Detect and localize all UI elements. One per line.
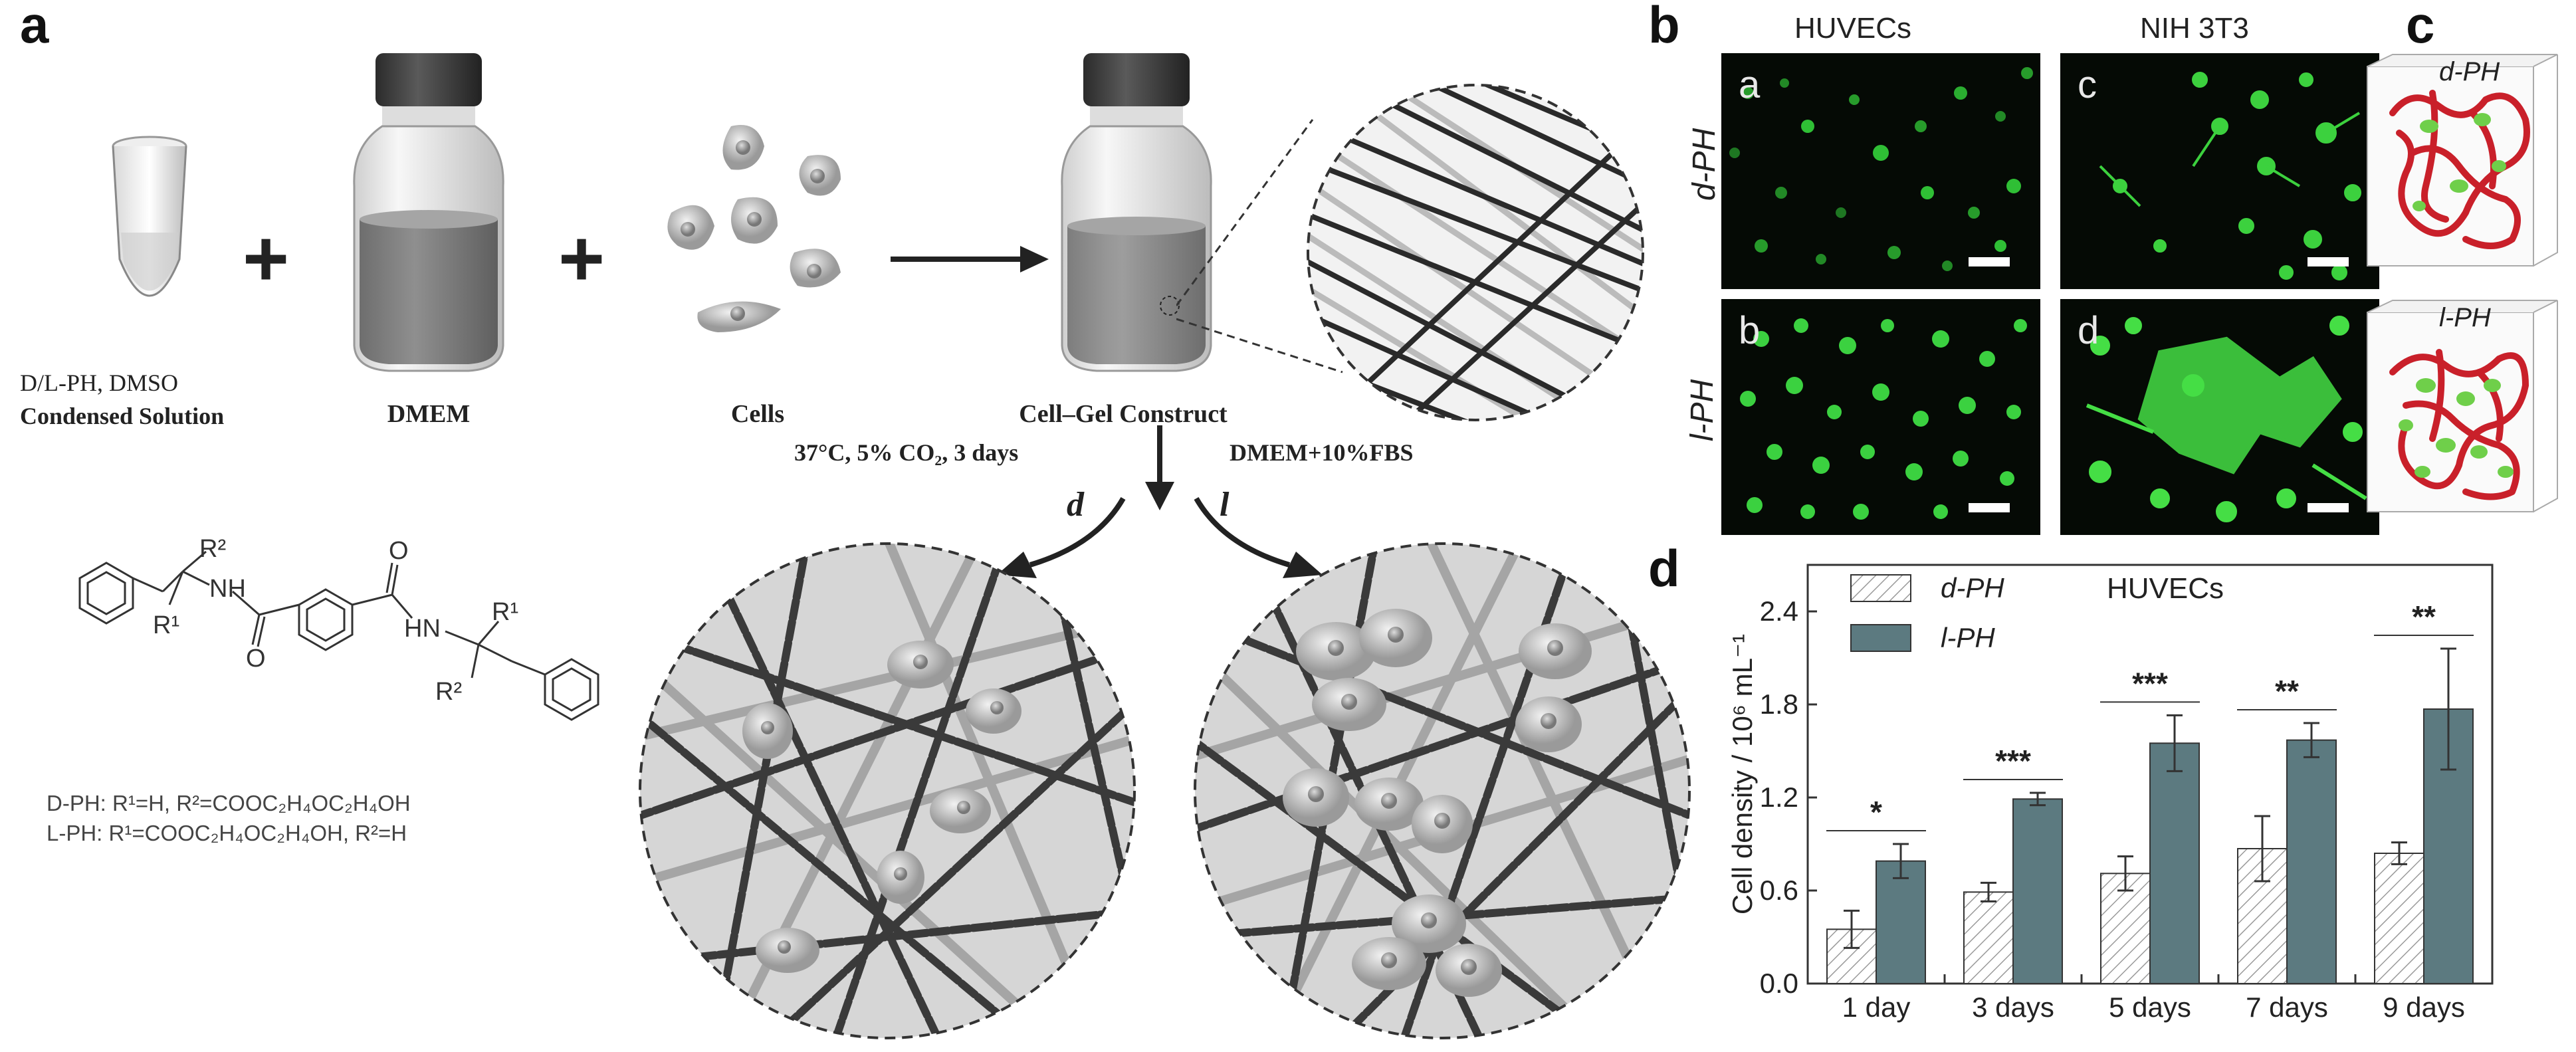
micrograph-b: b <box>1721 299 2040 535</box>
dmem-label: DMEM <box>387 400 471 428</box>
significance-marker: *** <box>1995 744 2031 778</box>
struct-r2-top: R² <box>199 535 227 563</box>
branch-arrows <box>997 497 1323 578</box>
tube-illustration <box>112 136 187 297</box>
arrow-right-icon <box>891 246 1049 272</box>
bar-d-PH <box>1963 891 2014 984</box>
row-header-dph: d-PH <box>1687 128 1723 201</box>
arrow-down-icon <box>1145 425 1174 510</box>
bar-l-PH <box>1876 860 1926 984</box>
micrograph-d-label: d <box>2078 309 2099 352</box>
scalebar <box>2308 503 2349 512</box>
d-gel-circle <box>639 542 1136 1039</box>
micrograph-c: c <box>2060 53 2379 289</box>
scalebar <box>1969 503 2010 512</box>
y-tick-label: 2.4 <box>1760 595 1798 627</box>
solution-label-1: D/L-PH, DMSO <box>20 369 179 396</box>
row-header-lph: l-PH <box>1685 379 1721 442</box>
chart-title: HUVECs <box>2107 572 2224 605</box>
x-tick-label: 9 days <box>2383 992 2465 1023</box>
x-tick-label: 7 days <box>2246 992 2328 1023</box>
struct-nh: NH <box>209 575 246 603</box>
plus-sign-2: + <box>558 214 605 303</box>
bar-l-PH <box>2012 798 2063 984</box>
plus-sign-1: + <box>243 214 290 303</box>
bar-l-PH <box>2149 742 2200 984</box>
x-tick-label: 3 days <box>1972 992 2054 1023</box>
x-tick-label: 1 day <box>1842 992 1911 1023</box>
y-tick-label: 0.6 <box>1760 875 1798 906</box>
bar-d-PH <box>2374 853 2424 984</box>
model-box-dph: d-PH <box>2366 53 2559 272</box>
legend-label: l-PH <box>1941 622 1995 653</box>
panel-a-label: a <box>20 0 49 54</box>
significance-marker: *** <box>2132 666 2168 700</box>
struct-r1-right: R¹ <box>492 598 519 626</box>
fiber-zoom-circle <box>1307 84 1644 421</box>
chemical-structure <box>78 550 599 721</box>
cells-illustration <box>667 125 841 332</box>
model-label-dph: d-PH <box>2439 57 2500 86</box>
significance-marker: * <box>1870 795 1882 829</box>
significance-marker: ** <box>2275 674 2299 708</box>
conditions-left: 37°C, 5% CO₂, 3 days <box>794 439 1019 466</box>
legend-label: d-PH <box>1941 572 2004 603</box>
cells-label: Cells <box>730 400 785 428</box>
struct-r2-bottom: R² <box>435 678 463 706</box>
legend-swatch-d-PH <box>1850 574 1911 602</box>
y-tick-label: 0.0 <box>1760 968 1798 999</box>
conditions-right: DMEM+10%FBS <box>1230 439 1414 466</box>
construct-label: Cell–Gel Construct <box>1019 400 1228 428</box>
micrograph-a: a <box>1721 53 2040 289</box>
scalebar <box>2308 257 2349 266</box>
dmem-bottle-illustration <box>353 53 504 372</box>
struct-r1-left: R¹ <box>153 611 180 639</box>
struct-o-left: O <box>246 645 266 673</box>
micrograph-a-label: a <box>1739 63 1761 106</box>
micrograph-b-label: b <box>1739 309 1761 352</box>
model-label-lph: l-PH <box>2439 303 2491 332</box>
solution-label-2: Condensed Solution <box>20 403 225 429</box>
branch-l-label: l <box>1220 486 1230 524</box>
x-tick-label: 5 days <box>2109 992 2191 1023</box>
construct-bottle-illustration <box>1061 53 1212 372</box>
col-header-huvecs: HUVECs <box>1794 12 1912 45</box>
panel-b-label: b <box>1648 0 1680 54</box>
micrograph-d: d <box>2060 299 2379 535</box>
y-tick-label: 1.8 <box>1760 688 1798 720</box>
micrograph-c-label: c <box>2078 63 2097 106</box>
col-header-nih3t3: NIH 3T3 <box>2140 12 2249 45</box>
d-ph-formula: D-PH: R¹=H, R²=COOC₂H₄OC₂H₄OH <box>47 791 411 815</box>
struct-hn: HN <box>404 615 441 643</box>
y-tick-label: 1.2 <box>1760 782 1798 813</box>
branch-d-label: d <box>1067 486 1084 524</box>
struct-o-right: O <box>389 537 409 565</box>
zoom-lines <box>1176 119 1343 373</box>
panel-d-label: d <box>1648 539 1680 597</box>
y-axis-label: Cell density / 10⁶ mL⁻¹ <box>1727 634 1758 914</box>
model-box-lph: l-PH <box>2366 299 2559 518</box>
bar-l-PH <box>2286 739 2337 984</box>
l-ph-formula: L-PH: R¹=COOC₂H₄OC₂H₄OH, R²=H <box>47 821 407 845</box>
panel-c-label: c <box>2406 0 2435 54</box>
significance-marker: ** <box>2412 599 2436 634</box>
legend-swatch-l-PH <box>1850 624 1911 652</box>
scalebar <box>1969 257 2010 266</box>
l-gel-circle <box>1194 542 1691 1039</box>
